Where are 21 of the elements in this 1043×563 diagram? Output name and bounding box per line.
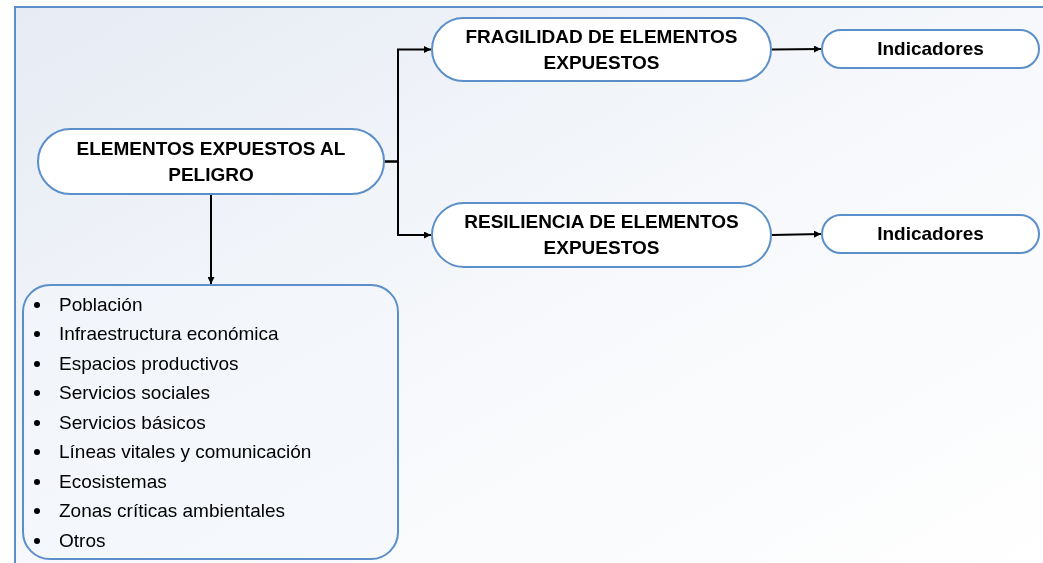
list-item: Infraestructura económica [59,322,279,346]
pill-label: FRAGILIDAD DE ELEMENTOS EXPUESTOS [464,24,739,75]
list-item: Servicios sociales [59,381,210,405]
list-item: Ecosistemas [59,469,167,494]
arrow [207,194,215,285]
list-item: Zonas críticas ambientales [59,499,285,523]
arrow [771,45,822,53]
arrow [384,160,432,239]
process-pill [821,214,1040,254]
list-item: Espacios productivos [59,351,239,376]
list-item: Líneas vitales y comunicación [59,440,312,464]
pill-label: Indicadores [877,37,984,61]
pill-label: ELEMENTOS EXPUESTOS AL PELIGRO [75,136,347,187]
list-item: Otros [59,528,106,553]
pill-label: Indicadores [877,222,984,246]
list-item: Población [59,292,143,317]
process-pill [821,29,1040,69]
pill-label: RESILIENCIA DE ELEMENTOS EXPUESTOS [463,210,740,260]
arrow [771,230,822,238]
list-box [22,284,399,560]
list-item: Servicios básicos [59,410,206,435]
